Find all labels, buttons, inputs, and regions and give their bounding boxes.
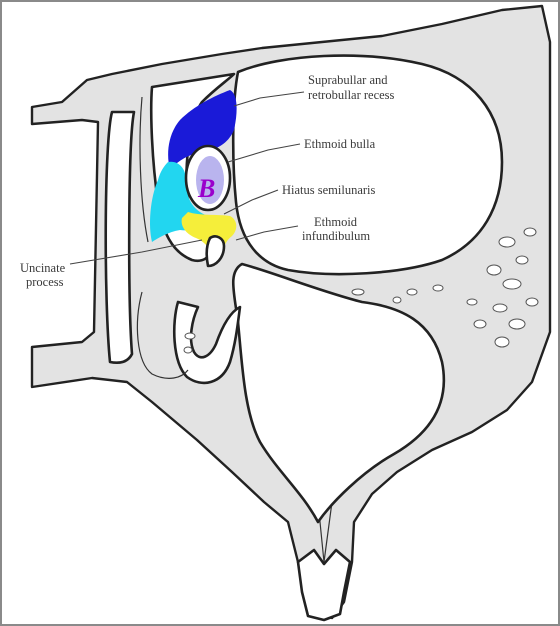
hiatus-label: Hiatus semilunaris bbox=[282, 183, 376, 197]
ethmoid-bulla-label: Ethmoid bulla bbox=[304, 137, 376, 151]
suprabullar-label-line2: retrobullar recess bbox=[308, 88, 395, 102]
infundibulum-label-line2: infundibulum bbox=[302, 229, 370, 243]
suprabullar-label-line1: Suprabullar and bbox=[308, 73, 388, 87]
suprabullar-label: Suprabullar and retrobullar recess bbox=[308, 73, 395, 102]
uncinate-label: Uncinate process bbox=[20, 261, 68, 289]
uncinate-label-line2: process bbox=[26, 275, 64, 289]
bulla-marker-label: B bbox=[197, 174, 215, 203]
uncinate-label-line1: Uncinate bbox=[20, 261, 66, 275]
infundibulum-label-line1: Ethmoid bbox=[314, 215, 358, 229]
middle-turbinate-lamina bbox=[106, 112, 134, 363]
